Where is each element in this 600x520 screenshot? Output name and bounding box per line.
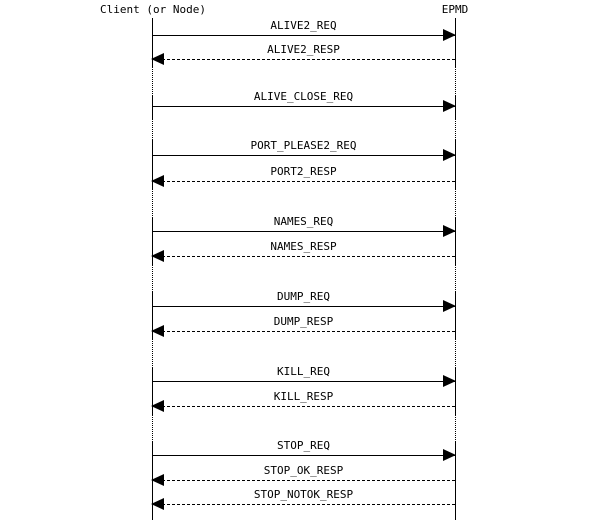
arrowhead-left-icon <box>151 53 164 65</box>
message-line <box>152 35 455 36</box>
lifeline-segment-client <box>152 96 153 120</box>
message-label: ALIVE_CLOSE_REQ <box>249 90 358 103</box>
lifeline-epmd <box>455 18 456 520</box>
lifeline-segment-epmd <box>455 442 456 520</box>
lifeline-segment-epmd <box>455 292 456 340</box>
message-line <box>152 306 455 307</box>
message-label: ALIVE2_RESP <box>263 43 344 56</box>
lifeline-segment-client <box>152 140 153 190</box>
message-line <box>152 406 455 407</box>
message-line <box>152 381 455 382</box>
arrowhead-right-icon <box>443 29 456 41</box>
arrowhead-right-icon <box>443 100 456 112</box>
message-label: STOP_NOTOK_RESP <box>249 488 358 501</box>
lifeline-segment-epmd <box>455 368 456 415</box>
message-line <box>152 155 455 156</box>
lifeline-segment-client <box>152 292 153 340</box>
lifeline-segment-client <box>152 218 153 265</box>
arrowhead-right-icon <box>443 449 456 461</box>
message-line <box>152 106 455 107</box>
message-line <box>152 181 455 182</box>
message-line <box>152 455 455 456</box>
message-label: STOP_REQ <box>273 439 334 452</box>
message-label: KILL_REQ <box>273 365 334 378</box>
message-label: DUMP_RESP <box>269 315 338 328</box>
arrowhead-right-icon <box>443 149 456 161</box>
message-label: KILL_RESP <box>269 390 338 403</box>
message-line <box>152 504 455 505</box>
lifeline-segment-client <box>152 18 153 68</box>
arrowhead-left-icon <box>151 400 164 412</box>
arrowhead-left-icon <box>151 250 164 262</box>
arrowhead-left-icon <box>151 474 164 486</box>
actor-label-client: Client (or Node) <box>100 3 206 16</box>
message-label: PORT_PLEASE2_REQ <box>246 139 361 152</box>
lifeline-client <box>152 18 153 520</box>
message-line <box>152 480 455 481</box>
actor-label-epmd: EPMD <box>441 3 469 16</box>
message-label: PORT2_RESP <box>266 165 341 178</box>
message-line <box>152 59 455 60</box>
lifeline-segment-epmd <box>455 140 456 190</box>
message-label: STOP_OK_RESP <box>259 464 348 477</box>
arrowhead-right-icon <box>443 225 456 237</box>
message-label: ALIVE2_REQ <box>266 19 341 32</box>
message-line <box>152 256 455 257</box>
arrowhead-left-icon <box>151 498 164 510</box>
arrowhead-left-icon <box>151 175 164 187</box>
message-label: NAMES_REQ <box>269 215 338 228</box>
arrowhead-right-icon <box>443 300 456 312</box>
message-line <box>152 231 455 232</box>
message-label: NAMES_RESP <box>266 240 341 253</box>
message-label: DUMP_REQ <box>273 290 334 303</box>
lifeline-segment-epmd <box>455 18 456 68</box>
message-line <box>152 331 455 332</box>
lifeline-segment-epmd <box>455 218 456 265</box>
arrowhead-left-icon <box>151 325 164 337</box>
lifeline-segment-client <box>152 368 153 415</box>
arrowhead-right-icon <box>443 375 456 387</box>
